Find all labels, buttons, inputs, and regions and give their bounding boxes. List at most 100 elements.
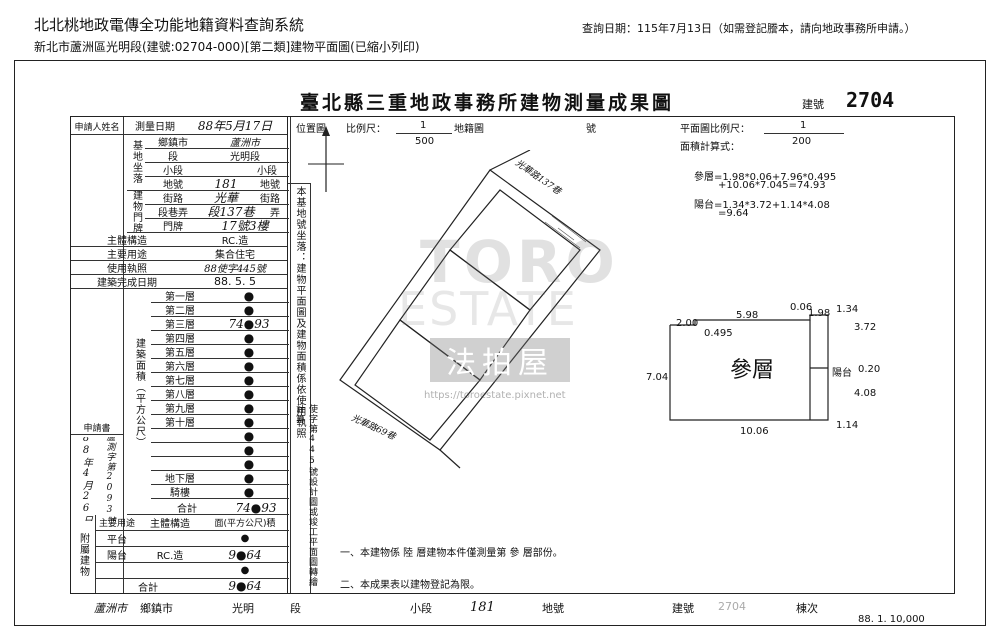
attached-label: 附屬建物 bbox=[77, 533, 89, 577]
floor-name: 第六層 bbox=[165, 362, 195, 372]
footer-sheet-label: 棟次 bbox=[796, 602, 818, 615]
attached-header-structure: 主體構造 bbox=[150, 519, 190, 530]
footer-township-label: 鄉鎮市 bbox=[140, 602, 173, 615]
floor-row: 第二層● bbox=[151, 303, 289, 317]
attached-use bbox=[95, 563, 139, 578]
watermark-logo-line3: 法拍屋 bbox=[430, 338, 570, 382]
land-no: 181 bbox=[214, 177, 238, 190]
document-subtitle: 新北市蘆洲區光明段(建號:02704-000)[第二類]建物平面圖(已縮小列印) bbox=[34, 40, 420, 54]
watermark-logo-line1: TORO bbox=[420, 228, 619, 296]
completion-label: 建築完成日期 bbox=[97, 278, 157, 288]
land-no-label: 地號 bbox=[163, 180, 183, 190]
floor-label: 參層 bbox=[730, 358, 775, 383]
watermark-url: https://toroestate.pixnet.net bbox=[424, 390, 566, 401]
floor-row: ● bbox=[151, 443, 289, 457]
attached-area: 9●64 bbox=[228, 547, 262, 562]
usage-label: 主要用途 bbox=[107, 250, 147, 260]
floor-area: ● bbox=[243, 443, 255, 456]
attached-total-label: 合計 bbox=[138, 582, 158, 594]
floor-name: 第三層 bbox=[165, 320, 195, 330]
base-label: 基地坐落 bbox=[130, 140, 142, 184]
subsection-suffix: 小段 bbox=[257, 166, 277, 176]
structure-label: 主體構造 bbox=[107, 236, 147, 246]
formula-balcony-2: =9.64 bbox=[718, 208, 749, 219]
land-no-suffix: 地號 bbox=[260, 180, 280, 190]
attached-use: 陽台 bbox=[107, 551, 127, 562]
floor-row: 第八層● bbox=[151, 387, 289, 401]
door-no-label: 門牌 bbox=[163, 222, 183, 232]
survey-date: 88年5月17日 bbox=[197, 119, 273, 133]
formula-floor: 參層=1.98*0.06+7.96*0.495 bbox=[694, 172, 837, 183]
floor-row: ● bbox=[151, 429, 289, 443]
footer-bld-label: 建號 bbox=[672, 602, 694, 615]
street: 光華 bbox=[213, 191, 238, 204]
dim-bottom-b: 1.14 bbox=[836, 420, 859, 431]
dim-top-a: 2.00 bbox=[676, 318, 699, 329]
dim-right-a: 3.72 bbox=[854, 322, 877, 333]
total-area: 74●93 bbox=[235, 501, 277, 514]
site-plan-sketch bbox=[339, 150, 601, 469]
floor-row: 第九層● bbox=[151, 401, 289, 415]
floor-name: 第八層 bbox=[165, 390, 195, 400]
floor-row: 第四層● bbox=[151, 331, 289, 345]
attached-area: ● bbox=[240, 533, 250, 544]
dim-left-b: 7.04 bbox=[646, 372, 669, 383]
floor-name: 第一層 bbox=[165, 292, 195, 302]
building-no-label: 建號 bbox=[802, 98, 824, 111]
attached-use: 平台 bbox=[107, 535, 127, 546]
building-no: 2704 bbox=[846, 88, 895, 112]
section-label: 段 bbox=[168, 152, 178, 162]
street-suffix: 街路 bbox=[260, 194, 280, 204]
attached-area: ● bbox=[240, 565, 250, 576]
footer-bld-no: 2704 bbox=[718, 600, 746, 613]
floor-area: ● bbox=[243, 485, 255, 498]
query-date: 查詢日期：115年7月13日（如需登記謄本，請向地政事務所申請。） bbox=[582, 22, 916, 35]
license-label: 使用執照 bbox=[107, 264, 147, 274]
vertical-note: 本基地號坐落：建物平面圖及建物面積係依使用執照 bbox=[294, 186, 305, 439]
door-no: 17號3樓 bbox=[221, 219, 269, 232]
footer-township: 蘆洲市 bbox=[94, 602, 127, 615]
floor-row: 第五層 ● bbox=[151, 345, 289, 359]
survey-document bbox=[14, 60, 986, 626]
subsection-label: 小段 bbox=[163, 166, 183, 176]
north-arrow-icon bbox=[308, 126, 344, 192]
dim-right-b: 0.20 bbox=[858, 364, 881, 375]
dim-top-c: 0.06 bbox=[790, 302, 813, 313]
section: 光明段 bbox=[230, 152, 260, 162]
apply-label: 申請書 bbox=[71, 421, 123, 435]
attached-header-use: 主要用途 bbox=[98, 519, 135, 529]
completion: 88. 5. 5 bbox=[214, 275, 256, 288]
floor-row: 第六層 ● bbox=[151, 359, 289, 373]
door-label: 建物門牌 bbox=[130, 191, 142, 233]
floor-name: 第十層 bbox=[165, 418, 195, 428]
attached-structure bbox=[139, 531, 201, 546]
floor-area: ● bbox=[243, 331, 255, 344]
floor-row: 第一層● bbox=[151, 289, 289, 303]
floor-area: ● bbox=[243, 359, 255, 372]
total-label: 合計 bbox=[177, 504, 197, 514]
floor-area: ● bbox=[243, 303, 255, 316]
footer-section: 光明 bbox=[232, 602, 254, 615]
usage: 集合住宅 bbox=[215, 250, 255, 260]
document-title: 臺北縣三重地政事務所建物測量成果圖 bbox=[300, 92, 675, 114]
floor-name: 第七層 bbox=[165, 376, 195, 386]
footer-subsection-label: 小段 bbox=[410, 602, 432, 615]
floor-name: 第五層 bbox=[165, 348, 195, 358]
dim-right-c: 4.08 bbox=[854, 388, 877, 399]
floor-name bbox=[151, 429, 209, 442]
plan-scale-den: 200 bbox=[792, 136, 812, 147]
plan-scale-label: 平面圖比例尺： bbox=[680, 124, 750, 135]
number-label: 號 bbox=[586, 124, 596, 135]
floor-plan-drawing bbox=[669, 314, 829, 421]
attached-structure: RC.造 bbox=[156, 551, 184, 562]
attached-total: 9●64 bbox=[228, 579, 262, 593]
plan-scale-num: 1 bbox=[800, 120, 807, 131]
license: 88使字445號 bbox=[204, 264, 266, 274]
dim-top-b: 5.98 bbox=[736, 310, 759, 321]
floor-row: 第十層● bbox=[151, 415, 289, 429]
floor-area: ● bbox=[243, 429, 255, 442]
floor-area: ● bbox=[243, 345, 255, 358]
lane: 段137巷 bbox=[207, 205, 255, 218]
